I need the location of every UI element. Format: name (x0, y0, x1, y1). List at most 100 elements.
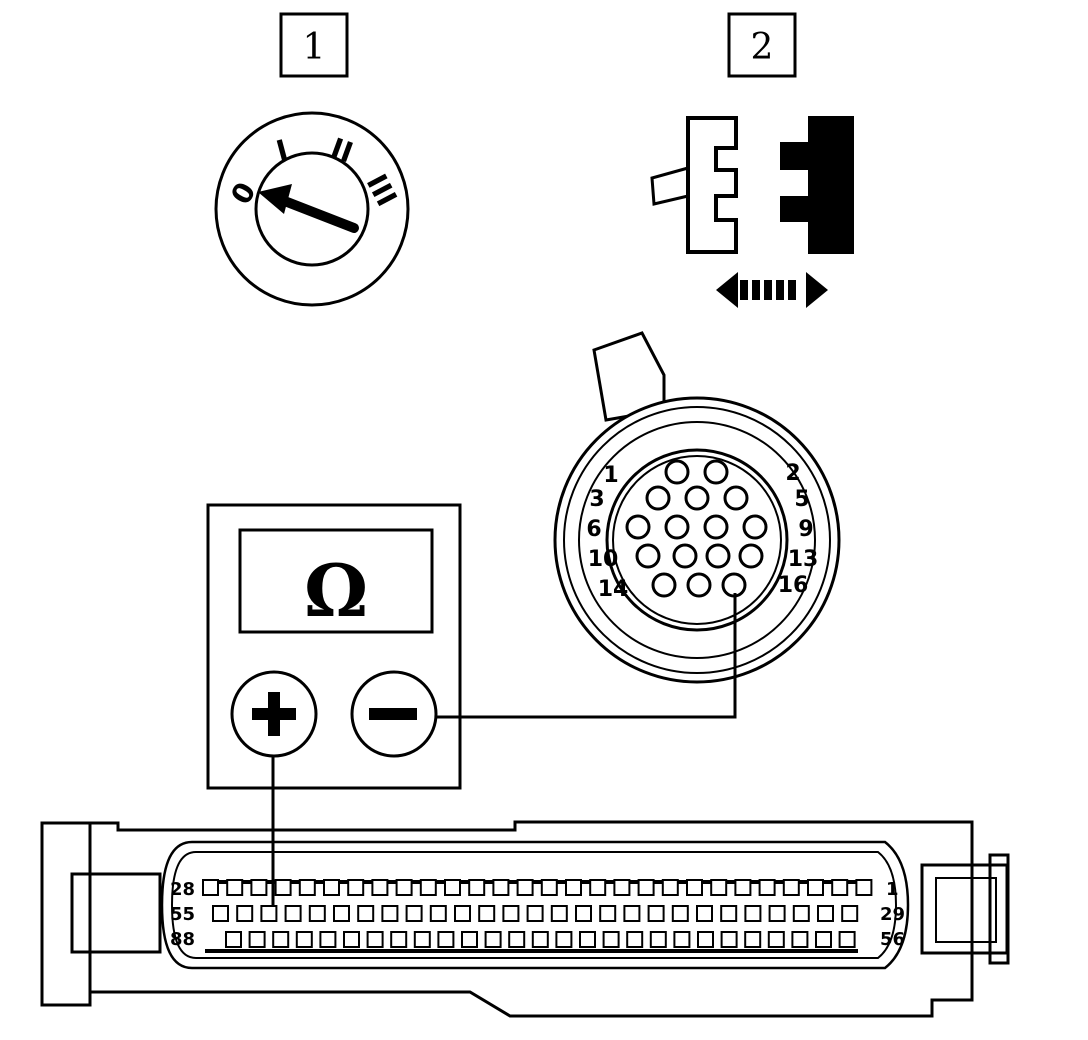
ecu-pin (550, 905, 568, 922)
pin-label-14: 14 (598, 577, 629, 602)
ecu-pin (565, 879, 582, 896)
pin-label-5: 5 (794, 487, 809, 512)
ecu-pin (841, 905, 859, 922)
plug-half-outline (686, 116, 738, 254)
ecu-pin (381, 905, 399, 922)
round-connector: 1 2 3 5 6 9 10 13 14 16 (553, 331, 841, 684)
multimeter: Ω + − (206, 503, 462, 790)
ecu-pin (807, 879, 824, 896)
connector-pin-hole (742, 514, 768, 540)
ecu-pin (437, 931, 455, 948)
ecu-pin (671, 905, 689, 922)
ohm-symbol: Ω (304, 548, 368, 633)
pin-label-10: 10 (588, 547, 619, 572)
ignition-switch: 0 I II III (214, 111, 410, 307)
ecu-pin (531, 931, 549, 948)
ecu-pin (390, 931, 408, 948)
ecu-right-latch (920, 853, 1010, 965)
ecu-pin (461, 931, 478, 948)
connector-pin-hole (664, 514, 690, 540)
ecu-pin (855, 879, 873, 896)
ecu-pin (308, 905, 326, 922)
ecu-pin (478, 905, 496, 922)
ecu-connector: 28 55 88 1 29 56 (40, 820, 1010, 1018)
ecu-pin (444, 879, 461, 896)
ecu-pin (429, 905, 447, 922)
connector-pin-hole (635, 543, 661, 569)
plug-lever-tab (650, 166, 689, 206)
ecu-pin (734, 879, 752, 896)
multimeter-display (238, 528, 434, 634)
ecu-pin (696, 905, 713, 922)
ignition-position-III: III (360, 169, 404, 212)
connector-pin-hole (721, 572, 747, 598)
socket-half-block (780, 116, 854, 254)
plus-terminal: + (230, 670, 318, 758)
ecu-label-1: 1 (886, 879, 899, 900)
ecu-pin (366, 931, 384, 948)
ecu-pin (484, 931, 502, 948)
ecu-pin (492, 879, 510, 896)
ecu-pin (260, 905, 278, 922)
negative-test-lead (436, 593, 737, 719)
ecu-pin (395, 879, 413, 896)
ecu-pin (298, 879, 316, 896)
ecu-pin (274, 879, 292, 896)
pin-label-2: 2 (785, 461, 800, 486)
connector-pin-hole (723, 485, 749, 511)
ecu-pin (623, 905, 641, 922)
round-connector-pins (625, 459, 768, 598)
step-1-box: 1 (279, 12, 349, 78)
ecu-pin (413, 931, 431, 948)
ecu-pin (347, 879, 365, 896)
ecu-pin (371, 879, 389, 896)
connector-pin-hole (705, 543, 731, 569)
ecu-pin (720, 931, 738, 948)
ecu-pin (419, 879, 437, 896)
ecu-pin (454, 905, 471, 922)
ecu-inner-frame-2 (170, 851, 898, 959)
pin-label-13: 13 (788, 547, 819, 572)
ecu-pin (767, 931, 785, 948)
ecu-pin (831, 879, 849, 896)
ignition-position-II: II (326, 131, 357, 169)
ecu-pin (637, 879, 655, 896)
ecu-pin (673, 931, 691, 948)
ecu-pin (782, 879, 800, 896)
pin-label-6: 6 (586, 517, 601, 542)
ecu-pin (284, 905, 302, 922)
ecu-label-28: 28 (170, 879, 195, 900)
ecu-pin (649, 931, 667, 948)
ecu-pin (792, 905, 810, 922)
ecu-pin (226, 879, 244, 896)
pin-label-1: 1 (603, 463, 618, 488)
ecu-left-tab (40, 821, 92, 1007)
ecu-pin (555, 931, 573, 948)
ecu-pin (579, 931, 596, 948)
ecu-pin (212, 905, 229, 922)
ecu-pin (817, 905, 834, 922)
ecu-pin (250, 879, 268, 896)
connector-disconnect (650, 116, 854, 308)
ecu-label-56: 56 (880, 929, 905, 950)
ecu-pin (744, 931, 762, 948)
ecu-pin (613, 879, 631, 896)
ecu-pin (508, 931, 526, 948)
ecu-pin (686, 879, 703, 896)
ecu-pin (720, 905, 738, 922)
ecu-pin (323, 879, 340, 896)
connector-pin-hole (703, 459, 729, 485)
connector-pin-hole (645, 485, 671, 511)
pin-label-3: 3 (589, 487, 604, 512)
step-2-label: 2 (751, 27, 774, 68)
ecu-pin (815, 931, 832, 948)
ecu-pin (589, 879, 607, 896)
ecu-pin (575, 905, 592, 922)
ecu-pin (468, 879, 486, 896)
minus-terminal: − (350, 670, 438, 758)
connector-pin-hole (672, 543, 698, 569)
minus-terminal-label: − (394, 721, 395, 723)
pin-label-9: 9 (798, 517, 813, 542)
ecu-pin (295, 931, 313, 948)
